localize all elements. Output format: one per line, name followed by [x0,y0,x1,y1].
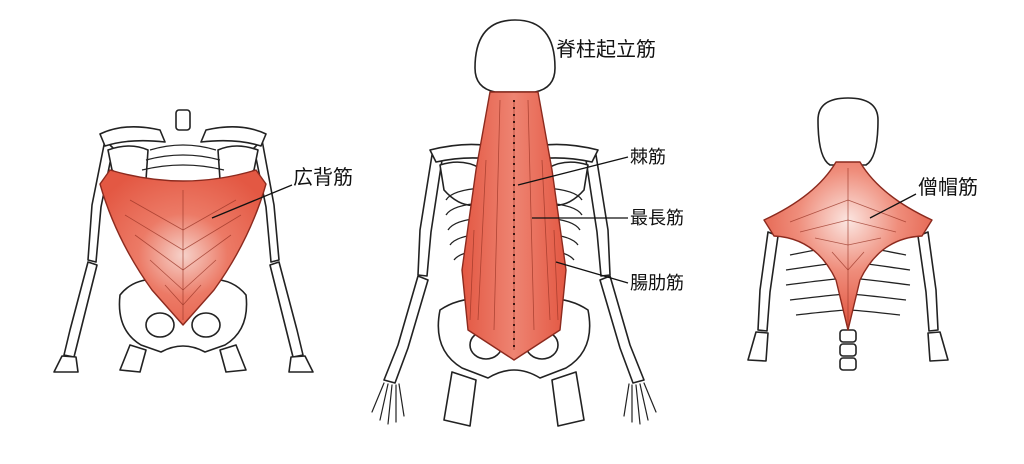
c-left-fingers [371,382,405,425]
skull [474,19,556,93]
right-hip-socket [191,312,221,338]
latissimus-leader-line [211,184,293,219]
r-vertebra-2 [839,343,857,357]
erector-spinae-figure: 脊柱起立筋 棘筋 最長筋 腸肋筋 [371,19,684,427]
r-vertebra-1 [839,329,857,343]
right-femur [219,344,247,373]
iliocostalis-leader-line [555,261,629,284]
erector-spinae-title: 脊柱起立筋 [556,37,656,61]
c-left-forearm [383,275,429,384]
iliocostalis-label: 腸肋筋 [630,273,684,294]
latissimus-label: 広背筋 [293,165,353,189]
cervical-vertebra [175,109,191,131]
left-hand [53,355,79,373]
c-right-humerus [585,154,611,277]
c-right-femur [551,371,585,427]
longissimus-label: 最長筋 [630,208,684,229]
r-left-forearm [747,331,769,362]
left-femur [119,344,147,373]
trapezius-label: 僧帽筋 [918,175,978,199]
right-hand [288,355,314,373]
r-right-humerus [917,231,939,332]
trapezius-leader-line [869,193,917,219]
r-skull [817,97,879,166]
r-left-humerus [757,231,779,332]
trapezius-figure: 僧帽筋 [747,97,978,371]
spinalis-label: 棘筋 [630,147,666,168]
r-right-forearm [927,331,949,362]
r-vertebra-3 [839,357,857,371]
spinalis-leader-line [517,156,629,186]
c-right-fingers [623,382,657,425]
latissimus-figure: 広背筋 [53,109,353,373]
left-forearm [63,261,98,358]
c-left-humerus [417,154,443,277]
right-clavicle [200,126,267,147]
left-hip-socket [145,312,175,338]
right-forearm [269,261,304,358]
c-right-forearm [599,275,645,384]
c-left-femur [443,371,477,427]
left-clavicle [99,126,166,147]
